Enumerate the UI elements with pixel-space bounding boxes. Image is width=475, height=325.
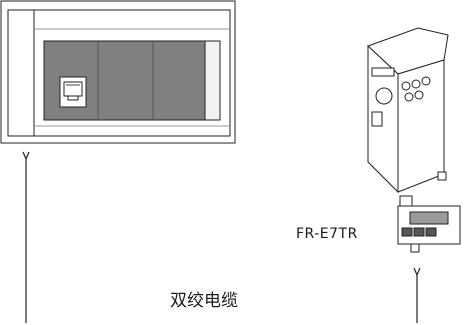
plc-left-cover — [7, 9, 35, 137]
option-card-tab — [399, 195, 413, 207]
inverter-foot — [437, 171, 447, 181]
option-card-label: FR-E7TR — [296, 226, 358, 242]
cable-label: 双绞电缆 — [170, 291, 238, 311]
plc-unit — [0, 0, 236, 144]
inverter-display — [371, 67, 395, 77]
option-card-plug — [410, 243, 420, 253]
inverter-key — [421, 76, 431, 86]
option-card — [397, 195, 461, 253]
plc-cable — [22, 151, 30, 323]
inverter-key — [401, 81, 411, 91]
inverter-front-face — [397, 59, 445, 193]
option-card-terminal — [425, 227, 437, 237]
plc-end-cover — [204, 40, 221, 121]
inverter-key — [404, 92, 414, 102]
option-cable — [413, 267, 421, 323]
inverter-dial — [375, 87, 393, 105]
ethernet-port — [59, 76, 87, 108]
inverter-key — [411, 79, 421, 89]
inverter-unit — [367, 27, 449, 194]
option-card-connector — [409, 211, 449, 225]
option-card-terminal — [413, 227, 425, 237]
option-card-terminal — [401, 227, 413, 237]
inverter-key — [414, 90, 424, 100]
inverter-terminal-cover — [371, 111, 383, 127]
